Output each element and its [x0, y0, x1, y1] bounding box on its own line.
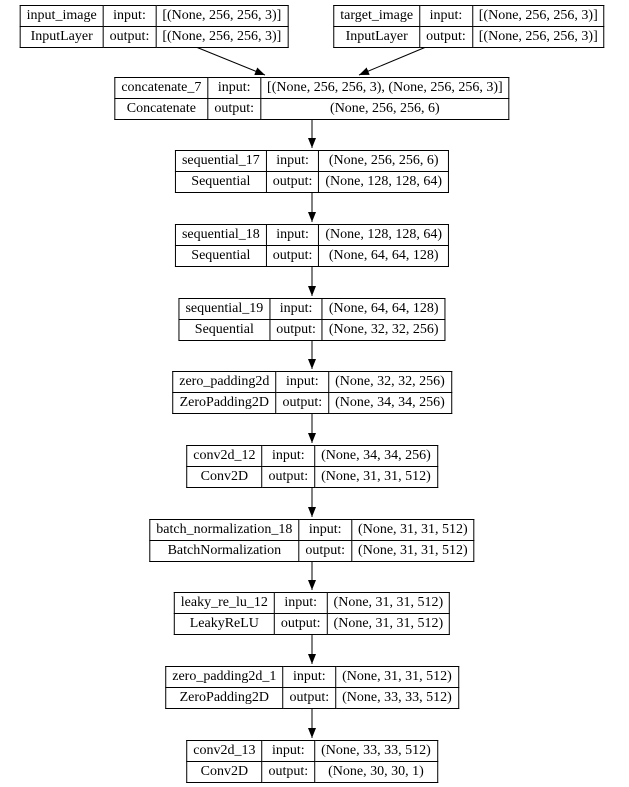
- layer-record-table: leaky_re_lu_12 input: (None, 31, 31, 512…: [173, 592, 451, 635]
- output-shape: (None, 30, 30, 1): [314, 761, 438, 783]
- input-shape: (None, 33, 33, 512): [314, 740, 438, 762]
- layer-record-table: concatenate_7 input: [(None, 256, 256, 3…: [114, 77, 510, 120]
- layer-type: Conv2D: [186, 466, 263, 488]
- output-label: output:: [265, 171, 320, 193]
- input-label: input:: [261, 445, 316, 467]
- input-shape: [(None, 256, 256, 3), (None, 256, 256, 3…: [260, 77, 510, 99]
- output-label: output:: [419, 26, 473, 48]
- layer-name: leaky_re_lu_12: [173, 592, 275, 614]
- input-label: input:: [419, 5, 473, 27]
- input-label: input:: [265, 150, 320, 172]
- layer-record-table: zero_padding2d_1 input: (None, 31, 31, 5…: [165, 666, 459, 709]
- layer-type: ZeroPadding2D: [172, 392, 277, 414]
- layer-record-table: sequential_18 input: (None, 128, 128, 64…: [174, 224, 450, 267]
- output-label: output:: [207, 98, 262, 120]
- output-shape: (None, 31, 31, 512): [351, 540, 475, 562]
- layer-node-concatenate-7: concatenate_7 input: [(None, 256, 256, 3…: [114, 77, 510, 120]
- layer-type: LeakyReLU: [173, 613, 275, 635]
- layer-record-table: zero_padding2d input: (None, 32, 32, 256…: [172, 371, 452, 414]
- output-label: output:: [265, 245, 320, 267]
- layer-name: input_image: [19, 5, 104, 27]
- input-shape: (None, 31, 31, 512): [335, 666, 459, 688]
- output-label: output:: [269, 319, 323, 341]
- layer-type: ZeroPadding2D: [165, 687, 284, 709]
- layer-record-table: conv2d_13 input: (None, 33, 33, 512) Con…: [186, 740, 438, 783]
- input-shape: (None, 64, 64, 128): [321, 298, 446, 320]
- input-shape: [(None, 256, 256, 3)]: [155, 5, 289, 27]
- layer-name: concatenate_7: [114, 77, 209, 99]
- layer-name: zero_padding2d_1: [165, 666, 284, 688]
- output-shape: (None, 32, 32, 256): [321, 319, 446, 341]
- input-shape: (None, 34, 34, 256): [314, 445, 438, 467]
- output-shape: (None, 33, 33, 512): [335, 687, 459, 709]
- layer-node-leaky-re-lu-12: leaky_re_lu_12 input: (None, 31, 31, 512…: [173, 592, 451, 635]
- layer-record-table: conv2d_12 input: (None, 34, 34, 256) Con…: [186, 445, 438, 488]
- layer-type: Sequential: [178, 319, 271, 341]
- layer-type: Conv2D: [186, 761, 263, 783]
- edge-target-image-to-concatenate: [358, 46, 427, 76]
- output-label: output:: [102, 26, 157, 48]
- input-shape: (None, 256, 256, 6): [318, 150, 450, 172]
- layer-name: conv2d_13: [186, 740, 263, 762]
- input-label: input:: [282, 666, 337, 688]
- output-shape: (None, 64, 64, 128): [318, 245, 450, 267]
- layer-node-conv2d-12: conv2d_12 input: (None, 34, 34, 256) Con…: [186, 445, 438, 488]
- input-label: input:: [102, 5, 157, 27]
- layer-record-table: sequential_17 input: (None, 256, 256, 6)…: [174, 150, 450, 193]
- input-shape: (None, 31, 31, 512): [326, 592, 451, 614]
- output-label: output:: [273, 613, 328, 635]
- layer-type: BatchNormalization: [149, 540, 300, 562]
- layer-name: sequential_18: [174, 224, 267, 246]
- layer-record-table: sequential_19 input: (None, 64, 64, 128)…: [178, 298, 446, 341]
- layer-name: sequential_17: [174, 150, 267, 172]
- output-shape: [(None, 256, 256, 3)]: [155, 26, 289, 48]
- edge-input-image-to-concatenate: [195, 46, 266, 76]
- output-label: output:: [282, 687, 337, 709]
- layer-name: zero_padding2d: [172, 371, 277, 393]
- output-label: output:: [261, 761, 316, 783]
- input-shape: (None, 128, 128, 64): [318, 224, 450, 246]
- layer-node-target-image: target_image input: [(None, 256, 256, 3)…: [333, 5, 605, 48]
- layer-node-zero-padding2d-1: zero_padding2d_1 input: (None, 31, 31, 5…: [165, 666, 459, 709]
- layer-type: InputLayer: [333, 26, 421, 48]
- input-label: input:: [207, 77, 262, 99]
- layer-name: conv2d_12: [186, 445, 263, 467]
- input-label: input:: [298, 519, 353, 541]
- output-shape: (None, 128, 128, 64): [318, 171, 450, 193]
- layer-type: Concatenate: [114, 98, 209, 120]
- input-shape: (None, 32, 32, 256): [328, 371, 452, 393]
- layer-node-sequential-17: sequential_17 input: (None, 256, 256, 6)…: [174, 150, 450, 193]
- layer-node-input-image: input_image input: [(None, 256, 256, 3)]…: [19, 5, 289, 48]
- layer-type: InputLayer: [19, 26, 104, 48]
- output-label: output:: [275, 392, 330, 414]
- output-shape: [(None, 256, 256, 3)]: [471, 26, 605, 48]
- layer-node-sequential-18: sequential_18 input: (None, 128, 128, 64…: [174, 224, 450, 267]
- input-label: input:: [273, 592, 328, 614]
- layer-node-sequential-19: sequential_19 input: (None, 64, 64, 128)…: [178, 298, 446, 341]
- output-label: output:: [261, 466, 316, 488]
- layer-name: sequential_19: [178, 298, 271, 320]
- output-shape: (None, 31, 31, 512): [314, 466, 438, 488]
- layer-node-conv2d-13: conv2d_13 input: (None, 33, 33, 512) Con…: [186, 740, 438, 783]
- input-label: input:: [269, 298, 323, 320]
- layer-record-table: input_image input: [(None, 256, 256, 3)]…: [19, 5, 289, 48]
- layer-record-table: batch_normalization_18 input: (None, 31,…: [149, 519, 475, 562]
- layer-type: Sequential: [174, 171, 267, 193]
- input-label: input:: [265, 224, 320, 246]
- layer-node-zero-padding2d: zero_padding2d input: (None, 32, 32, 256…: [172, 371, 452, 414]
- input-shape: [(None, 256, 256, 3)]: [471, 5, 605, 27]
- layer-type: Sequential: [174, 245, 267, 267]
- output-shape: (None, 34, 34, 256): [328, 392, 452, 414]
- layer-name: batch_normalization_18: [149, 519, 300, 541]
- layer-name: target_image: [333, 5, 421, 27]
- output-label: output:: [298, 540, 353, 562]
- input-label: input:: [261, 740, 316, 762]
- layer-node-batch-normalization-18: batch_normalization_18 input: (None, 31,…: [149, 519, 475, 562]
- output-shape: (None, 31, 31, 512): [326, 613, 451, 635]
- layer-record-table: target_image input: [(None, 256, 256, 3)…: [333, 5, 605, 48]
- output-shape: (None, 256, 256, 6): [260, 98, 510, 120]
- input-shape: (None, 31, 31, 512): [351, 519, 475, 541]
- input-label: input:: [275, 371, 330, 393]
